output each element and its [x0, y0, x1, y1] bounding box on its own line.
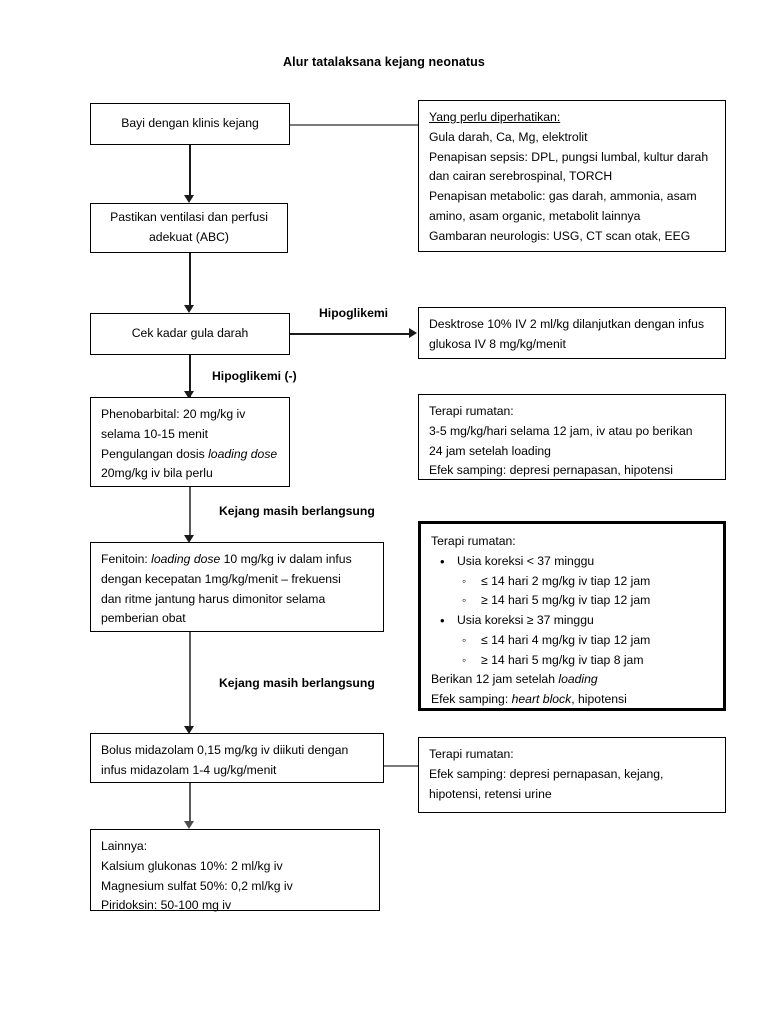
connector-midazolam-to-others: [189, 783, 191, 825]
node-midazolam: Bolus midazolam 0,15 mg/kg iv diikuti de…: [90, 733, 384, 783]
attention-line-2: Penapisan sepsis: DPL, pungsi lumbal, ku…: [429, 149, 709, 164]
node-phenobarbital-maintenance: Terapi rumatan: 3-5 mg/kg/hari selama 12…: [418, 394, 726, 480]
attention-line-5: amino, asam organic, metabolit lainnya: [429, 208, 641, 223]
attention-heading: Yang perlu diperhatikan:: [429, 110, 561, 124]
dextrose-line-2: glukosa IV 8 mg/kg/menit: [429, 336, 566, 351]
connector-clinical-to-attention: [290, 124, 418, 126]
node-ventilation-line-1: Pastikan ventilasi dan perfusi: [110, 210, 268, 225]
attention-line-3: dan cairan serebrospinal, TORCH: [429, 169, 613, 184]
arrowhead-midazolam-to-others: [184, 821, 194, 829]
fenitoin-maintenance-heading: Terapi rumatan:: [431, 534, 516, 548]
others-line-3: Piridoksin: 50-100 mg iv: [101, 898, 232, 913]
phenobarbital-maintenance-line-3: Efek samping: depresi pernapasan, hipote…: [429, 463, 673, 478]
arrowhead-glucose-to-phenobarbital: [184, 391, 194, 399]
fenitoin-line-1-post: 10 mg/kg iv dalam infus: [220, 552, 352, 566]
node-clinical-seizure-label: Bayi dengan klinis kejang: [121, 116, 259, 131]
node-others: Lainnya: Kalsium glukonas 10%: 2 ml/kg i…: [90, 829, 380, 912]
phenobarbital-line-2: selama 10-15 menit: [101, 426, 209, 441]
fenitoin-footer-1-italic: loading: [558, 672, 598, 687]
phenobarbital-line-4: 20mg/kg iv bila perlu: [101, 466, 213, 481]
phenobarbital-maintenance-line-2: 24 jam setelah loading: [429, 443, 551, 458]
fenitoin-group-2-item-1: ≤ 14 hari 4 mg/kg iv tiap 12 jam: [431, 631, 713, 651]
fenitoin-group-1-item-1: ≤ 14 hari 2 mg/kg iv tiap 12 jam: [431, 572, 713, 592]
fenitoin-footer-2-italic: heart block: [511, 692, 572, 707]
node-fenitoin-maintenance: Terapi rumatan: Usia koreksi < 37 minggu…: [418, 521, 726, 711]
connector-ventilation-to-glucose: [189, 253, 191, 308]
edge-label-seizure-continues-2: Kejang masih berlangsung: [219, 676, 375, 690]
node-phenobarbital: Phenobarbital: 20 mg/kg iv selama 10-15 …: [90, 397, 290, 487]
connector-glucose-to-dextrose: [290, 333, 410, 335]
connector-glucose-to-phenobarbital: [189, 355, 191, 397]
fenitoin-group-1-label: Usia koreksi < 37 minggu: [431, 551, 713, 572]
phenobarbital-line-3-italic: loading dose: [208, 446, 278, 461]
connector-phenobarbital-to-fenitoin: [189, 487, 191, 540]
others-line-1: Kalsium glukonas 10%: 2 ml/kg iv: [101, 858, 283, 873]
midazolam-maintenance-line-1: Efek samping: depresi pernapasan, kejang…: [429, 766, 664, 781]
phenobarbital-line-3: Pengulangan dosis loading dose: [101, 445, 279, 465]
node-attention-box: Yang perlu diperhatikan: Gula darah, Ca,…: [418, 100, 726, 252]
node-midazolam-maintenance: Terapi rumatan: Efek samping: depresi pe…: [418, 737, 726, 813]
fenitoin-line-1-pre: Fenitoin:: [101, 552, 152, 566]
fenitoin-group-2-label: Usia koreksi ≥ 37 minggu: [431, 610, 713, 631]
page-title: Alur tatalaksana kejang neonatus: [283, 55, 485, 69]
node-check-glucose-label: Cek kadar gula darah: [131, 326, 249, 341]
arrowhead-ventilation-to-glucose: [184, 305, 194, 313]
others-line-2: Magnesium sulfat 50%: 0,2 ml/kg iv: [101, 878, 293, 893]
attention-line-1: Gula darah, Ca, Mg, elektrolit: [429, 129, 588, 144]
phenobarbital-line-1: Phenobarbital: 20 mg/kg iv: [101, 407, 246, 421]
connector-fenitoin-to-midazolam: [189, 632, 191, 730]
fenitoin-maintenance-footer-1: Berikan 12 jam setelah loading: [431, 670, 713, 690]
fenitoin-footer-1-pre: Berikan 12 jam setelah: [431, 672, 559, 687]
node-ventilation-line-2: adekuat (ABC): [149, 230, 229, 244]
node-check-glucose: Cek kadar gula darah: [90, 313, 290, 355]
connector-clinical-to-ventilation: [189, 145, 191, 197]
phenobarbital-maintenance-heading: Terapi rumatan:: [429, 404, 514, 418]
dextrose-line-1: Desktrose 10% IV 2 ml/kg dilanjutkan den…: [429, 317, 705, 331]
fenitoin-line-2: dengan kecepatan 1mg/kg/menit – frekuens…: [101, 571, 341, 586]
others-heading: Lainnya:: [101, 839, 148, 853]
node-ventilation: Pastikan ventilasi dan perfusi adekuat (…: [90, 203, 288, 253]
fenitoin-maintenance-footer-2: Efek samping: heart block, hipotensi: [431, 690, 713, 710]
fenitoin-line-1-italic: loading dose: [151, 552, 221, 566]
fenitoin-group-2-item-2: ≥ 14 hari 5 mg/kg iv tiap 8 jam: [431, 651, 713, 671]
arrowhead-phenobarbital-to-fenitoin: [184, 535, 194, 543]
fenitoin-line-4: pemberian obat: [101, 611, 186, 626]
midazolam-line-1: Bolus midazolam 0,15 mg/kg iv diikuti de…: [101, 743, 349, 757]
arrowhead-clinical-to-ventilation: [184, 195, 194, 203]
midazolam-line-2: infus midazolam 1-4 ug/kg/menit: [101, 762, 277, 777]
attention-line-4: Penapisan metabolic: gas darah, ammonia,…: [429, 189, 697, 204]
fenitoin-line-3: dan ritme jantung harus dimonitor selama: [101, 591, 326, 606]
fenitoin-line-1: Fenitoin: loading dose 10 mg/kg iv dalam…: [101, 550, 373, 570]
phenobarbital-maintenance-line-1: 3-5 mg/kg/hari selama 12 jam, iv atau po…: [429, 423, 693, 438]
fenitoin-footer-2-post: , hipotensi: [571, 692, 627, 707]
node-fenitoin: Fenitoin: loading dose 10 mg/kg iv dalam…: [90, 542, 384, 632]
arrowhead-fenitoin-to-midazolam: [184, 726, 194, 734]
edge-label-seizure-continues-1: Kejang masih berlangsung: [219, 504, 375, 518]
edge-label-hypoglycemia-negative: Hipoglikemi (-): [212, 369, 297, 383]
attention-line-6: Gambaran neurologis: USG, CT scan otak, …: [429, 228, 691, 243]
arrowhead-glucose-to-dextrose: [409, 328, 417, 338]
node-clinical-seizure: Bayi dengan klinis kejang: [90, 103, 290, 145]
node-dextrose-box: Desktrose 10% IV 2 ml/kg dilanjutkan den…: [418, 307, 726, 359]
edge-label-hypoglycemia: Hipoglikemi: [319, 306, 389, 320]
fenitoin-maintenance-list: Usia koreksi < 37 minggu ≤ 14 hari 2 mg/…: [431, 551, 713, 671]
connector-midazolam-to-maintenance: [384, 765, 418, 767]
midazolam-maintenance-heading: Terapi rumatan:: [429, 747, 514, 761]
fenitoin-group-1-item-2: ≥ 14 hari 5 mg/kg iv tiap 12 jam: [431, 591, 713, 611]
midazolam-maintenance-line-2: hipotensi, retensi urine: [429, 786, 552, 801]
fenitoin-footer-2-pre: Efek samping:: [431, 692, 512, 707]
phenobarbital-line-3-pre: Pengulangan dosis: [101, 446, 209, 461]
